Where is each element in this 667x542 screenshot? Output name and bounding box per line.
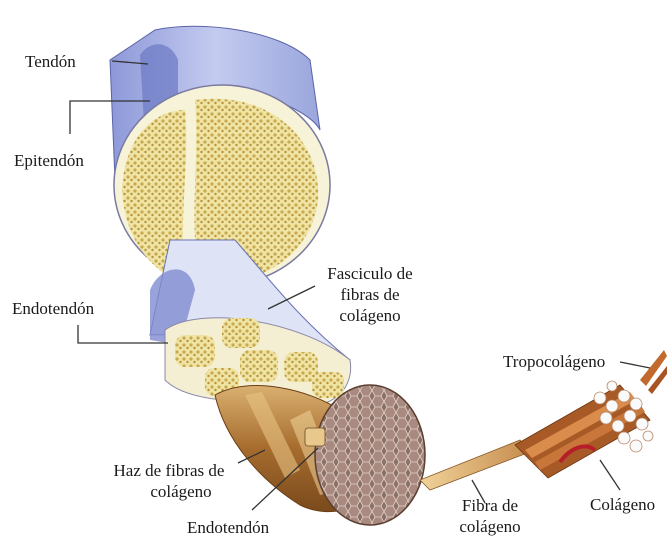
label-fiber-line1: Fibra de (440, 495, 540, 516)
label-fiber-line2: colágeno (440, 516, 540, 537)
label-epitendon: Epitendón (14, 150, 84, 171)
label-fascicle-line2: fibras de (318, 284, 422, 305)
label-fascicle-line1: Fasciculo de (318, 263, 422, 284)
collagen-fiber (420, 440, 530, 490)
label-endotendon-top: Endotendón (12, 298, 94, 319)
label-tendon: Tendón (25, 51, 76, 72)
label-endotendon-bottom: Endotendón (187, 517, 269, 538)
fiber-bundle (215, 385, 425, 525)
label-fascicle: Fasciculo de fibras de colágeno (318, 263, 422, 326)
label-bundle-line1: Haz de fibras de (100, 460, 238, 481)
label-collagen: Colágeno (590, 494, 655, 515)
label-tropocollagen: Tropocolágeno (503, 351, 605, 372)
label-fascicle-line3: colágeno (318, 305, 422, 326)
label-fiber-bundle: Haz de fibras de colágeno (100, 460, 238, 502)
label-collagen-fiber: Fibra de colágeno (440, 495, 540, 537)
label-bundle-line2: colágeno (100, 481, 238, 502)
